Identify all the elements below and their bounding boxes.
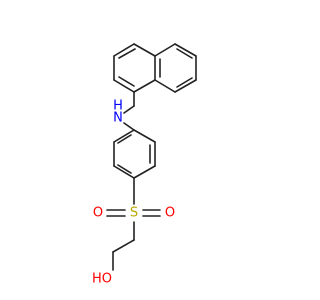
double-bond-inner	[118, 76, 135, 87]
oxygen-left-label: O	[93, 206, 103, 221]
bond	[133, 43, 156, 57]
bond	[174, 43, 197, 57]
bond	[113, 165, 135, 179]
bond	[112, 239, 135, 253]
double-bond-inner	[117, 134, 132, 144]
structure-drawing: N H S O O HO	[92, 43, 197, 287]
sulfur-label: S	[130, 206, 138, 221]
double-bond-inner	[176, 48, 193, 59]
nh-hydrogen-label: H	[113, 99, 123, 114]
bond	[133, 79, 156, 93]
bond	[123, 122, 135, 131]
hydroxyl-label: HO	[92, 272, 112, 287]
bond	[154, 79, 176, 93]
naphthalene-group	[113, 43, 197, 93]
nh-label: N	[113, 111, 123, 126]
double-bond-inner	[118, 48, 136, 59]
bond	[133, 129, 156, 143]
double-bond-inner	[176, 77, 193, 88]
benzene-ring	[113, 129, 156, 179]
double-bond-inner	[117, 164, 132, 174]
bond	[113, 43, 135, 57]
bond	[113, 129, 135, 143]
oxygen-right-label: O	[165, 206, 175, 221]
bond	[154, 43, 176, 57]
bond	[113, 79, 135, 93]
bond	[123, 105, 135, 114]
bond	[133, 165, 156, 179]
molecule-diagram: N H S O O HO	[91, 43, 197, 287]
bond	[174, 79, 197, 93]
